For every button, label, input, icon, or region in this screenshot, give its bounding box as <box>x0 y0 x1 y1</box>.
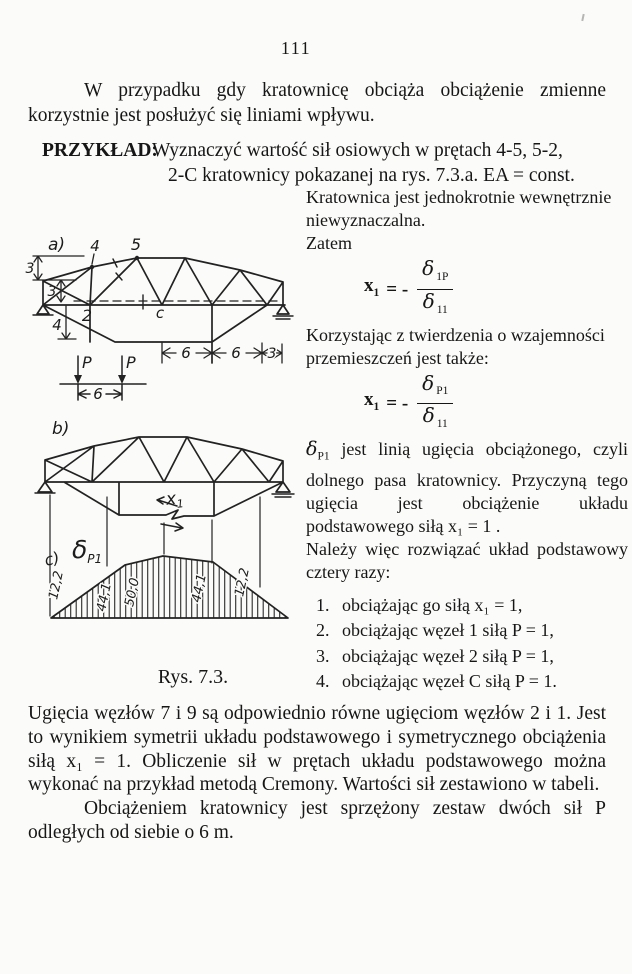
support-roller-icon <box>276 304 290 315</box>
diagram-b: b) x1 <box>34 419 295 617</box>
example-line1: Wyznaczyć wartość sił osiowych w prętach… <box>152 140 563 161</box>
list-item: 4.obciążając węzeł C siłą P = 1. <box>316 671 557 692</box>
footer-para1: Ugięcia węzłów 7 i 9 są odpowiednio równ… <box>28 703 606 796</box>
support-pin-icon <box>36 304 50 315</box>
truss-a-members <box>42 257 286 364</box>
diagram-b-label: b) <box>52 419 69 439</box>
footer-text: Ugięcia węzłów 7 i 9 są odpowiednio równ… <box>28 702 606 845</box>
x1-force-label: x1 <box>164 488 184 512</box>
example-label: PRZYKŁAD: <box>42 140 158 161</box>
example-body: Wyznaczyć wartość sił osiowych w prętach… <box>152 139 575 188</box>
rc-para3: δP1 jest linią ugięcia obciążonego, czyl… <box>306 438 628 536</box>
rc-para2: Korzystając z twierdzenia o wzajemności … <box>306 324 605 368</box>
diagram-a-label: a) <box>48 236 65 255</box>
list-item: 2.obciążając węzeł 1 siłą P = 1, <box>316 620 554 641</box>
load-arrows-lines <box>59 355 147 401</box>
dim-label-6a: 6 <box>181 344 191 362</box>
node-label-2: 2 <box>82 306 92 325</box>
rc-para4: Należy więc rozwiązać układ podstawowy c… <box>306 538 628 582</box>
right-column: Kratownica jest jednokrotnie wewnętrznie… <box>306 186 628 695</box>
example-line2: 2-C kratownicy pokazanej na rys. 7.3.a. … <box>168 164 575 186</box>
intro-paragraph: W przypadku gdy kratownicę obciąża obcią… <box>28 80 606 126</box>
diagram-c-label: c) <box>42 548 61 570</box>
support-pin-icon <box>37 481 53 493</box>
dim-label-3a: 3 <box>26 261 35 277</box>
scan-artifact <box>581 13 585 22</box>
node-label-4: 4 <box>90 237 100 255</box>
node-label-c: c <box>156 304 165 322</box>
load-arrowheads <box>74 375 126 384</box>
figure-caption: Rys. 7.3. <box>157 666 229 688</box>
diagram-a: a) 4 5 2 c 3 3 4 6 6 3 P P 6 <box>26 236 294 403</box>
support-roller-icon <box>275 481 291 493</box>
support-roller-lines <box>271 493 295 498</box>
dim-label-3b: 3 <box>48 284 57 300</box>
formula-relation: = - <box>386 278 409 300</box>
dim-label-4: 4 <box>52 316 62 334</box>
center-tick <box>112 258 144 310</box>
dim-label-3c: 3 <box>268 346 277 362</box>
example-block: PRZYKŁAD: Wyznaczyć wartość sił osiowych… <box>42 139 608 188</box>
support-roller-lines <box>272 315 294 320</box>
list-item: 1.obciążając go siłą x₁ = 1, <box>316 594 523 615</box>
load-label-p2: P <box>126 353 136 372</box>
dim-label-6b: 6 <box>231 344 241 362</box>
projection-lines <box>49 494 261 617</box>
page-number: 111 <box>280 38 312 58</box>
node-dot-4 <box>89 264 95 270</box>
truss-a-dimension-lines <box>32 253 283 364</box>
rc-para1: Kratownica jest jednokrotnie wewnętrznie… <box>306 187 612 230</box>
formula-lhs: x1 <box>364 389 380 414</box>
dim-label-6-load: 6 <box>93 385 103 403</box>
rc-zatem: Zatem <box>306 233 352 253</box>
truss-figure-drawing: a) 4 5 2 c 3 3 4 6 6 3 P P 6 b) x1 <box>26 236 295 619</box>
node-label-5: 5 <box>131 236 141 254</box>
deflection-diagram-shape <box>50 555 289 619</box>
formula-relation: = - <box>386 393 409 415</box>
formula-lhs: x1 <box>364 274 380 299</box>
list-item: 3.obciążając węzeł 2 siłą P = 1, <box>316 645 554 666</box>
truss-b-members <box>44 436 284 520</box>
ordinate-value: 12,2 <box>46 570 67 601</box>
footer-para2: Obciążeniem kratownicy jest sprzężony ze… <box>28 798 606 843</box>
node-dot-5 <box>134 255 140 261</box>
delta-p1-label: δP1 <box>72 535 102 566</box>
x1-cut-arrows <box>156 496 184 532</box>
diagram-c: c) δP1 12,2 44,1 50,0 44,1 12,2 <box>42 535 289 619</box>
load-label-p1: P <box>82 353 92 372</box>
numbered-list: 1.obciążając go siłą x₁ = 1, 2.obciążają… <box>306 593 628 695</box>
